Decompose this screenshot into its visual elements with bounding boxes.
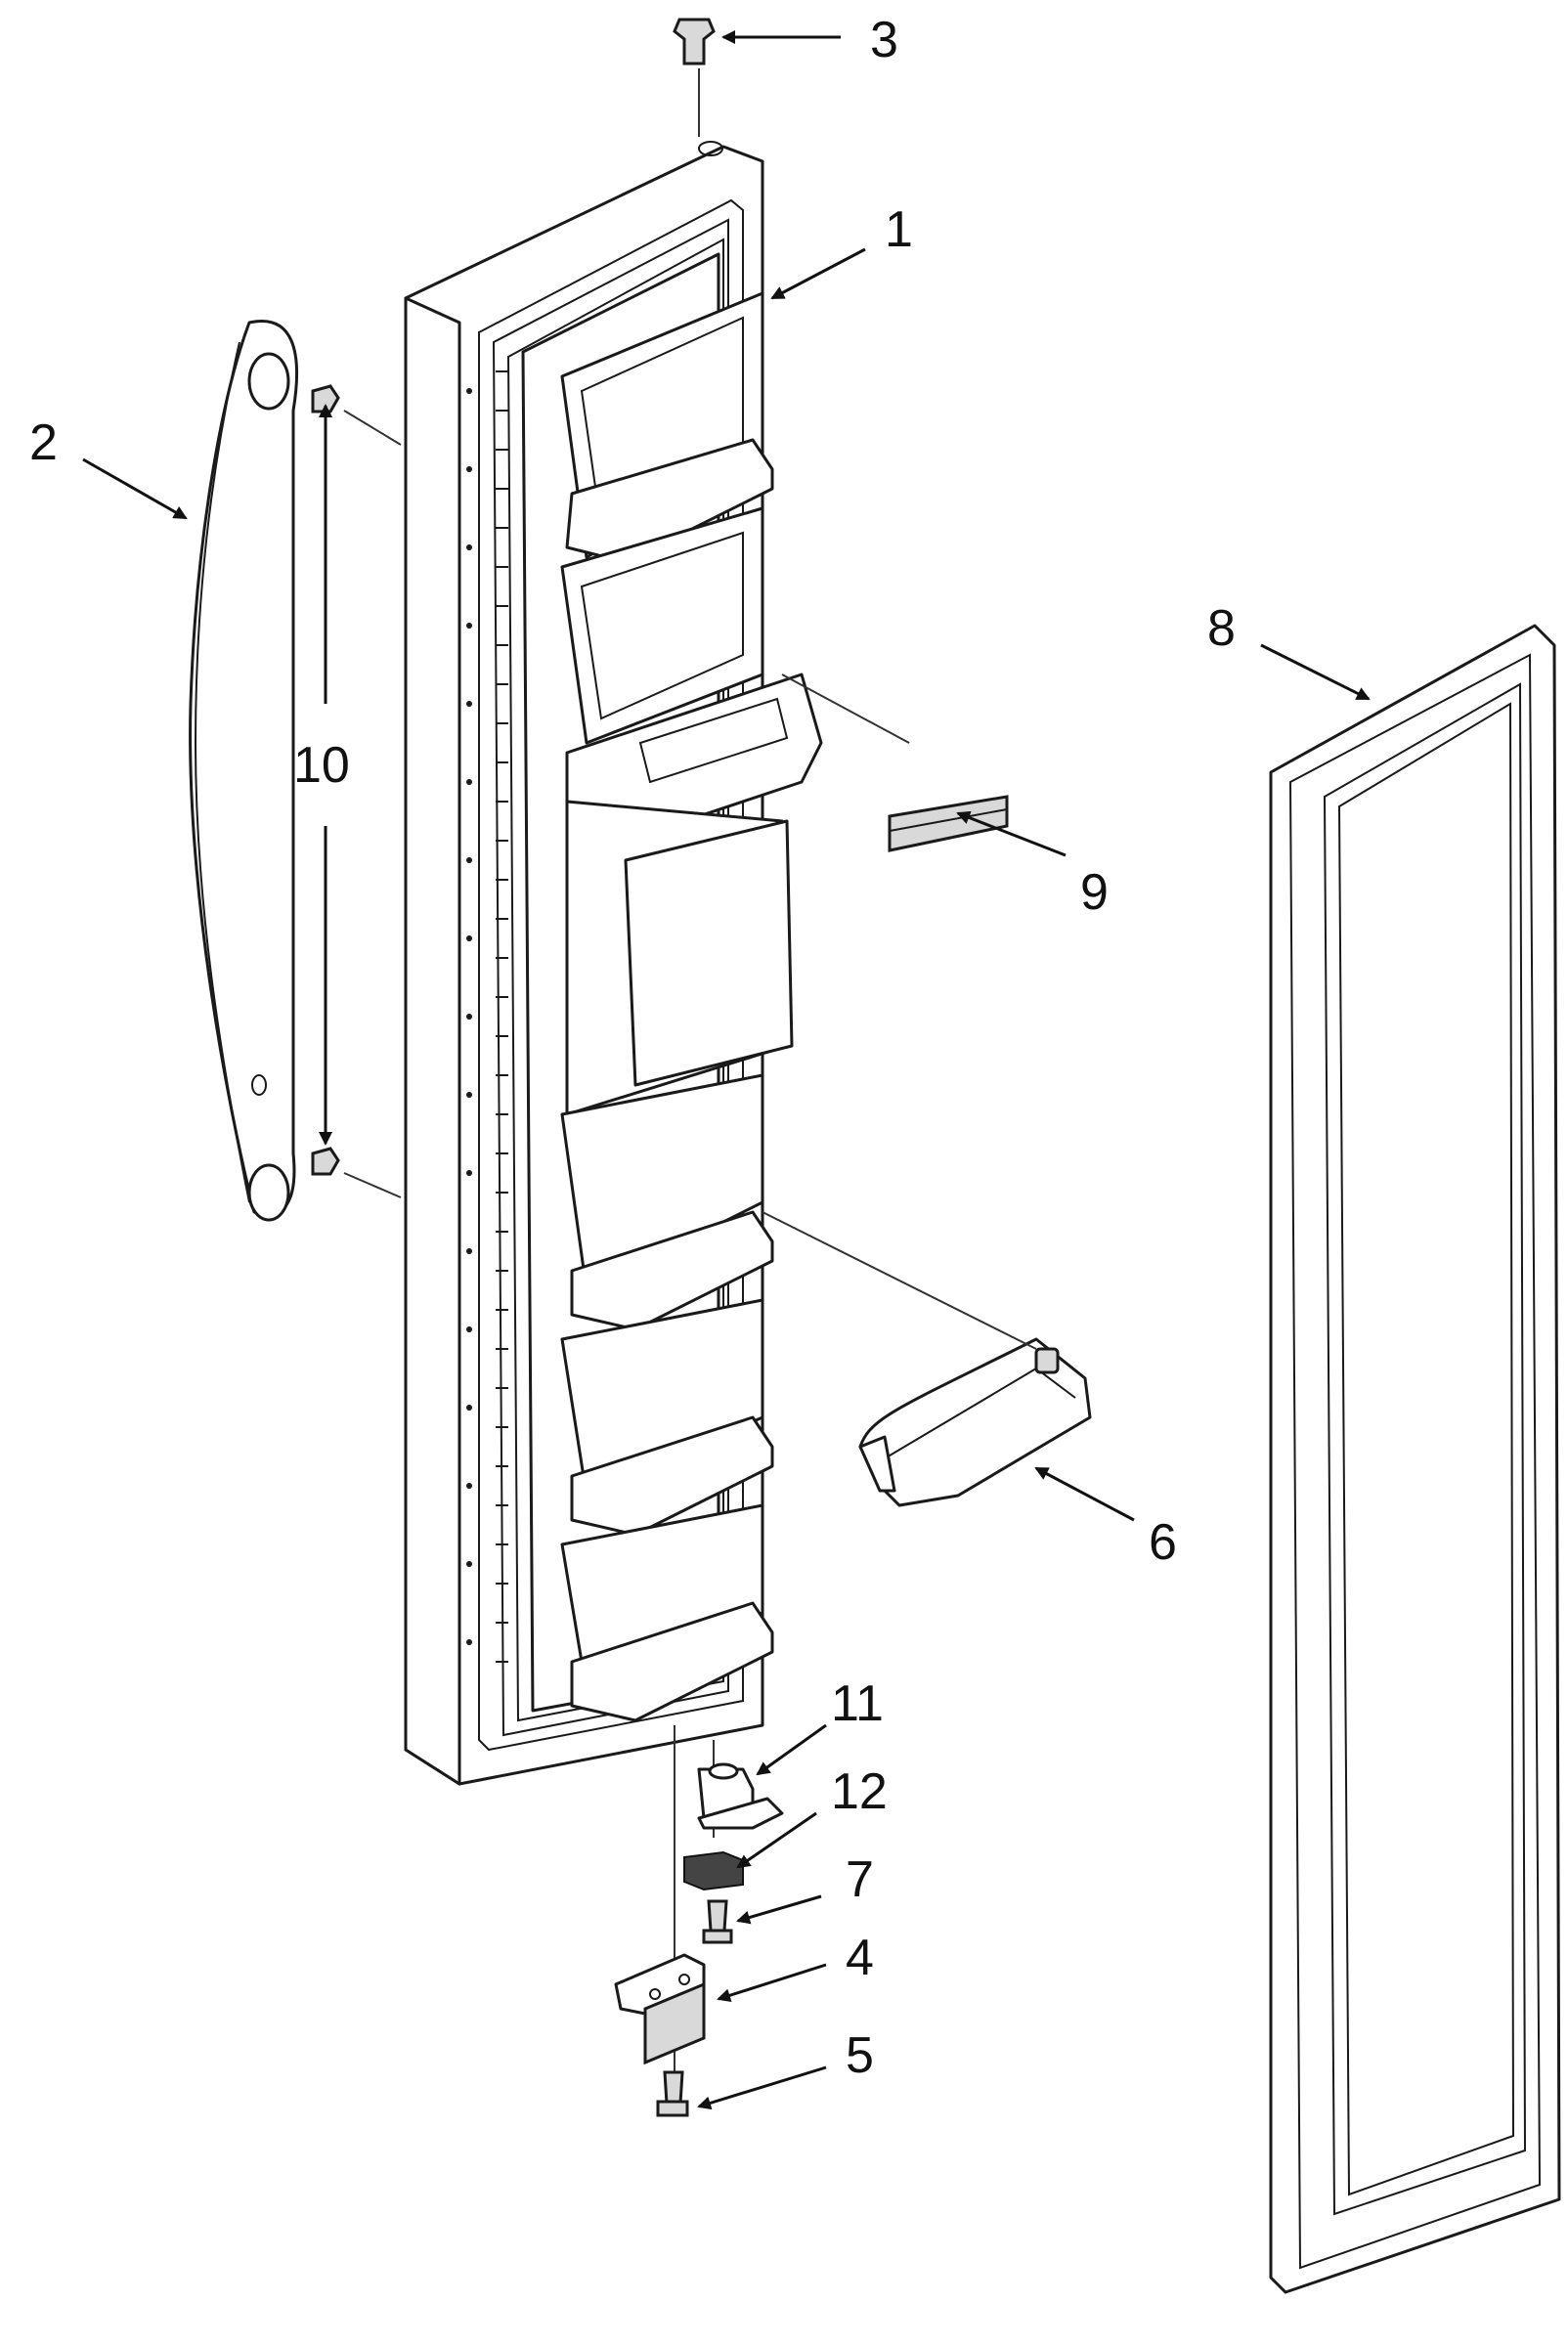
hinge-pin-bracket-part <box>697 1762 784 1830</box>
callout-3: 3 <box>870 12 898 68</box>
hinge-bushing-part <box>683 1850 744 1891</box>
door-assembly-part <box>404 145 823 1786</box>
callout-12: 12 <box>831 1763 888 1820</box>
callout-10: 10 <box>293 737 350 794</box>
gasket-beads <box>496 370 508 1663</box>
door-side-dots <box>466 388 472 1645</box>
top-hinge-plug-part <box>673 18 723 156</box>
hinge-screw-part <box>702 1899 733 1944</box>
callout-11: 11 <box>831 1675 884 1732</box>
callout-6: 6 <box>1149 1514 1177 1571</box>
dispenser-trim-part <box>781 673 1009 852</box>
door-bin-part <box>762 1211 1092 1507</box>
door-handle-part <box>189 320 299 1222</box>
callout-4: 4 <box>846 1930 874 1986</box>
callout-1: 1 <box>885 201 913 258</box>
callout-numbers: 3 1 2 10 8 9 6 11 12 7 4 5 <box>29 12 1236 2084</box>
hinge-plate-screw-part <box>656 2070 689 2117</box>
leader-lines <box>82 30 1371 2110</box>
callout-2: 2 <box>29 414 58 471</box>
callout-7: 7 <box>846 1851 874 1908</box>
callout-8: 8 <box>1207 600 1236 657</box>
callout-5: 5 <box>846 2027 874 2084</box>
lower-hinge-stack <box>614 1725 784 2117</box>
hinge-plate-part <box>614 1953 706 2065</box>
door-gasket-part <box>1269 624 1561 2294</box>
callout-9: 9 <box>1080 864 1109 921</box>
